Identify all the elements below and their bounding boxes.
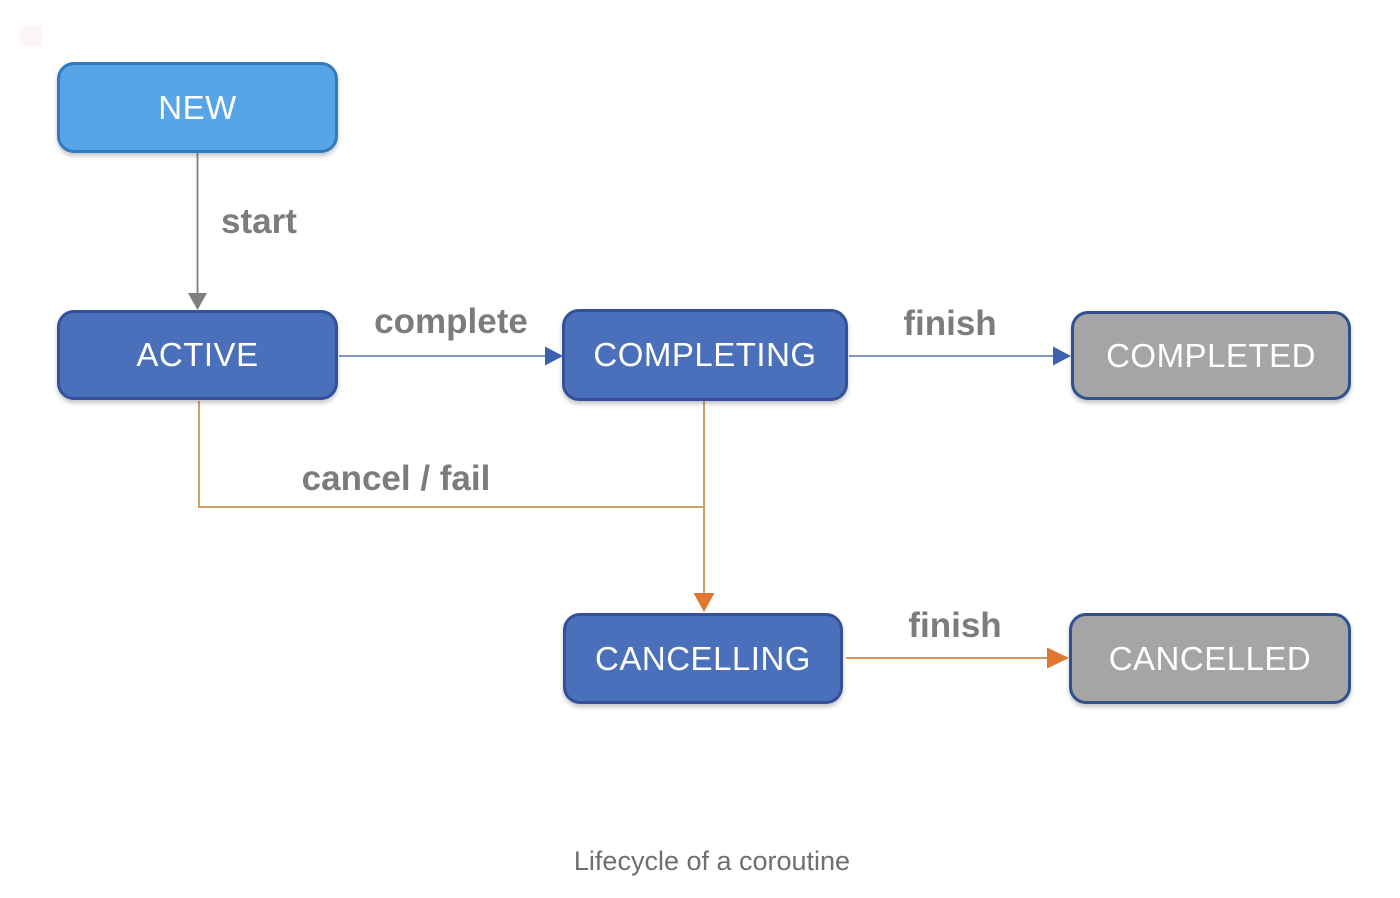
node-cancelling-label: CANCELLING bbox=[595, 639, 811, 677]
node-cancelling: CANCELLING bbox=[563, 613, 843, 704]
finish-bottom-arrow bbox=[846, 647, 1069, 669]
node-completing: COMPLETING bbox=[562, 309, 848, 401]
node-completed: COMPLETED bbox=[1071, 311, 1351, 400]
node-new: NEW bbox=[57, 62, 338, 153]
start-arrow bbox=[188, 153, 207, 310]
node-new-label: NEW bbox=[158, 88, 237, 126]
finish-top-arrow bbox=[849, 346, 1071, 366]
edge-label-finish-top: finish bbox=[903, 304, 997, 343]
node-cancelled: CANCELLED bbox=[1069, 613, 1351, 704]
diagram-caption: Lifecycle of a coroutine bbox=[573, 846, 851, 876]
node-active-label: ACTIVE bbox=[136, 336, 259, 373]
edge-label-finish-bottom: finish bbox=[908, 606, 1002, 645]
node-completed-label: COMPLETED bbox=[1106, 336, 1316, 374]
complete-arrow bbox=[339, 346, 563, 366]
artifact-square bbox=[20, 25, 43, 47]
edge-label-complete: complete bbox=[374, 302, 528, 341]
cancelling-arrow bbox=[693, 401, 715, 612]
node-cancelled-label: CANCELLED bbox=[1108, 639, 1312, 677]
cancel-fail-elbow bbox=[198, 401, 704, 508]
edge-label-cancel-fail: cancel / fail bbox=[301, 459, 491, 498]
node-completing-label: COMPLETING bbox=[593, 336, 817, 373]
edge-label-start: start bbox=[221, 202, 297, 241]
node-active: ACTIVE bbox=[57, 310, 338, 400]
